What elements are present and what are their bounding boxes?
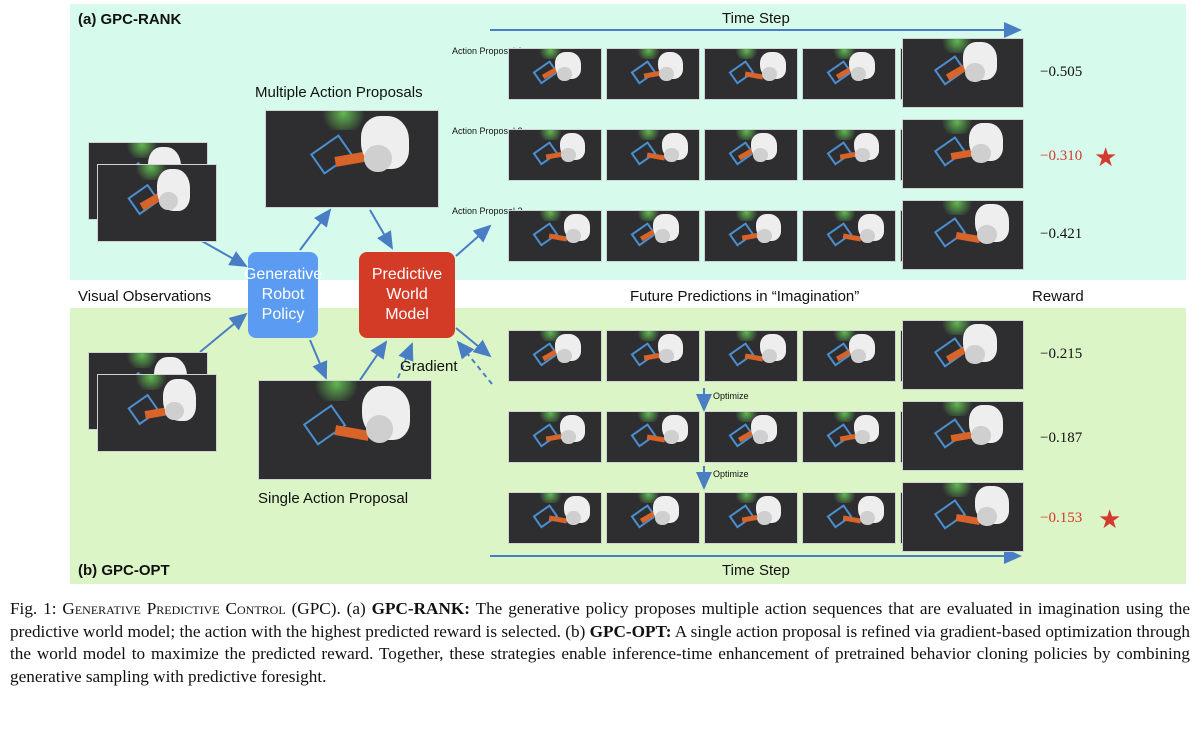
single-proposal-label: Single Action Proposal: [258, 490, 409, 507]
prediction-frame: [704, 411, 798, 463]
reward-proposal-2: −0.310: [1040, 148, 1083, 164]
prediction-frame: [508, 492, 602, 544]
caption-abbr: (GPC). (a): [285, 599, 372, 618]
prediction-frame: [802, 129, 896, 181]
prediction-frame: [802, 492, 896, 544]
final-frame: [902, 119, 1024, 189]
final-frame: [902, 200, 1024, 270]
proposal-3-label: Action Proposal 3: [452, 206, 523, 216]
caption-title: Generative Predictive Control: [62, 599, 286, 618]
proposal-2-label: Action Proposal 2: [452, 126, 523, 136]
prediction-frame: [802, 411, 896, 463]
prediction-frame: [704, 210, 798, 262]
reward-proposal-3: −0.421: [1040, 226, 1083, 242]
prediction-frame: [508, 210, 602, 262]
prediction-frame: [704, 330, 798, 382]
prediction-frame: [606, 330, 700, 382]
proposal-1-label: Action Proposal 1: [452, 46, 523, 56]
generative-robot-policy-box: Generative Robot Policy: [244, 252, 322, 338]
reward-opt-3: −0.153: [1040, 510, 1083, 526]
time-step-label-top: Time Step: [722, 10, 790, 27]
prediction-frame: [508, 129, 602, 181]
prediction-frame: [802, 210, 896, 262]
reward-opt-2: −0.187: [1040, 430, 1083, 446]
predictive-world-model-box: Predictive World Model: [359, 252, 455, 338]
final-frame: [902, 401, 1024, 471]
prediction-frame: [508, 411, 602, 463]
best-star-icon: ★: [1098, 504, 1122, 534]
caption-rank-bold: GPC-RANK:: [371, 599, 470, 618]
world-model-box-label: Predictive World Model: [371, 266, 443, 323]
visual-observations-label: Visual Observations: [78, 288, 212, 305]
reward-label: Reward: [1032, 288, 1084, 305]
single-proposal-image: [258, 380, 432, 480]
time-step-label-bottom: Time Step: [722, 562, 790, 579]
optimize-label-1: Optimize: [713, 391, 749, 401]
prediction-frame: [606, 48, 700, 100]
panel-b-title: (b) GPC-OPT: [78, 562, 170, 579]
figure-caption: Fig. 1: Generative Predictive Control (G…: [10, 598, 1190, 688]
optimize-label-2: Optimize: [713, 469, 749, 479]
prediction-frame: [704, 48, 798, 100]
prediction-frame: [704, 129, 798, 181]
prediction-frame: [508, 48, 602, 100]
observation-frame-front: [97, 164, 217, 242]
multiple-proposals-label: Multiple Action Proposals: [255, 84, 423, 101]
panel-a-title: (a) GPC-RANK: [78, 11, 182, 28]
prediction-frame: [802, 48, 896, 100]
final-frame: [902, 482, 1024, 552]
caption-opt-text: A single action proposal is refined via …: [10, 621, 1190, 686]
final-frame: [902, 320, 1024, 390]
caption-rank-text: The generative policy proposes multiple …: [10, 599, 1190, 641]
prediction-frame: [802, 330, 896, 382]
caption-fig: Fig. 1:: [10, 599, 63, 618]
policy-box-label: Generative Robot Policy: [243, 266, 323, 323]
caption-opt-bold: GPC-OPT:: [589, 621, 672, 641]
prediction-frame: [606, 411, 700, 463]
gradient-label: Gradient: [400, 358, 458, 375]
prediction-frame: [704, 492, 798, 544]
final-frame: [902, 38, 1024, 108]
prediction-frame: [606, 492, 700, 544]
observation-frame-front: [97, 374, 217, 452]
reward-proposal-1: −0.505: [1040, 64, 1083, 80]
reward-opt-1: −0.215: [1040, 346, 1083, 362]
best-star-icon: ★: [1094, 142, 1118, 172]
future-predictions-label: Future Predictions in “Imagination”: [630, 288, 860, 305]
prediction-frame: [606, 210, 700, 262]
multiple-proposals-image: [265, 110, 439, 208]
prediction-frame: [508, 330, 602, 382]
prediction-frame: [606, 129, 700, 181]
